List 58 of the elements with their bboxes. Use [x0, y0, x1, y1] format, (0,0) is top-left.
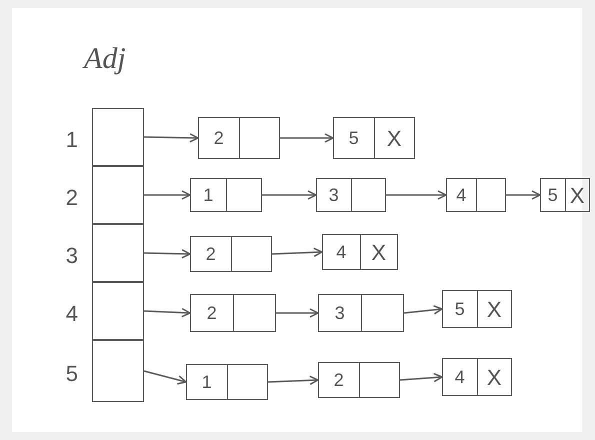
title: Adj — [84, 41, 126, 77]
node-value: 3 — [334, 302, 345, 324]
list-node-box — [540, 178, 590, 212]
list-node-box — [442, 358, 512, 396]
node-value: 4 — [336, 240, 346, 264]
arrow — [144, 308, 191, 318]
node-value: 5 — [548, 184, 558, 206]
row-index: 5 — [64, 360, 78, 388]
arrow — [144, 370, 187, 385]
list-node-box — [198, 117, 280, 159]
null-marker: X — [570, 182, 585, 210]
node-value: 2 — [206, 302, 217, 324]
row-index: 4 — [64, 300, 78, 328]
node-value: 5 — [348, 126, 359, 150]
array-cell — [92, 166, 144, 224]
node-value: 2 — [206, 242, 216, 266]
arrow — [272, 248, 323, 258]
null-marker: X — [386, 124, 402, 152]
list-node-box — [186, 364, 268, 400]
null-marker: X — [486, 364, 502, 392]
row-index: 1 — [64, 126, 78, 154]
arrow — [400, 372, 443, 382]
list-node-box — [446, 178, 506, 212]
list-node-box — [333, 117, 415, 159]
row-index: 3 — [64, 242, 78, 270]
list-node-box — [316, 178, 386, 212]
arrow — [262, 190, 317, 200]
array-cell — [92, 224, 144, 282]
arrow — [144, 190, 191, 200]
array-cell — [92, 108, 144, 166]
row-index: 2 — [64, 184, 78, 212]
node-value: 2 — [214, 126, 224, 150]
list-node-box — [322, 234, 398, 270]
arrow — [144, 249, 191, 259]
arrow — [280, 133, 334, 143]
arrow — [144, 133, 199, 143]
array-cell — [92, 282, 144, 340]
list-node-box — [190, 236, 272, 272]
arrow — [268, 376, 319, 386]
null-marker: X — [371, 238, 386, 266]
arrow — [404, 305, 443, 315]
node-value: 1 — [202, 370, 212, 394]
arrow — [506, 190, 541, 200]
node-value: 5 — [454, 298, 465, 320]
list-node-box — [190, 178, 262, 212]
arrow — [386, 190, 447, 200]
node-value: 3 — [328, 184, 339, 206]
list-node-box — [318, 294, 404, 332]
null-marker: X — [486, 296, 502, 324]
node-value: 1 — [203, 184, 214, 206]
arrow — [276, 308, 319, 318]
array-cell — [92, 340, 144, 402]
node-value: 4 — [456, 184, 466, 206]
list-node-box — [318, 362, 400, 398]
node-value: 2 — [334, 368, 344, 392]
list-node-box — [190, 294, 276, 332]
node-value: 4 — [454, 366, 465, 388]
list-node-box — [442, 290, 512, 328]
